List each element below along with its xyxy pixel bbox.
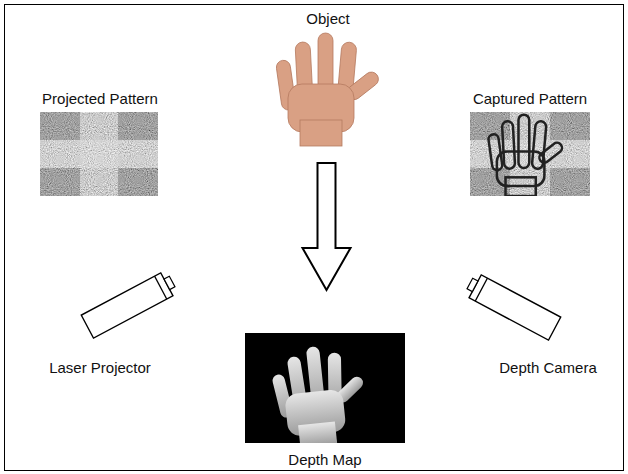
- laser-projector-symbol: [81, 270, 178, 338]
- node-label: Laser Projector: [15, 359, 185, 377]
- node-label: Depth Camera: [473, 359, 623, 377]
- block-arrow: [303, 163, 351, 290]
- frame: [5, 5, 624, 471]
- node-label: Depth Map: [235, 451, 415, 469]
- hand-photo: [276, 33, 382, 146]
- depth-map-node: Depth Map: [235, 290, 415, 469]
- node-label: Object: [250, 10, 406, 28]
- depth-map-image: [245, 333, 405, 450]
- projected-pattern: [40, 112, 158, 196]
- depth-camera-symbol: [464, 272, 561, 340]
- device-node: Laser Projector: [15, 275, 185, 377]
- node-label: Projected Pattern: [30, 90, 170, 108]
- pattern-panel: Captured Pattern: [460, 90, 600, 200]
- object-node: Object: [250, 10, 406, 163]
- node-label: Captured Pattern: [460, 90, 600, 108]
- pattern-panel: Projected Pattern: [30, 90, 170, 200]
- device-node: Depth Camera: [473, 275, 623, 377]
- captured-pattern: [470, 112, 590, 196]
